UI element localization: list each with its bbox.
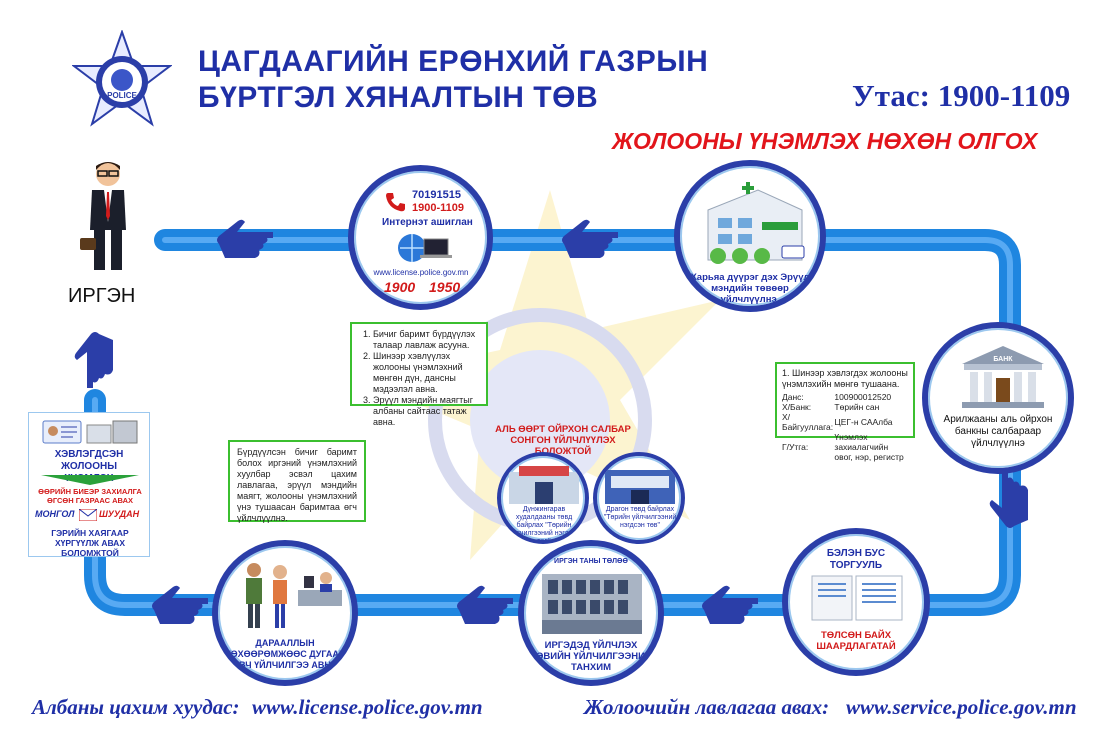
table-row: Данс: 100900012520 (782, 392, 908, 402)
license-card-printer-icon (42, 420, 138, 444)
service-building-icon (542, 574, 642, 634)
hall-banner: ИРГЭН ТАНЫ ТӨЛӨӨ (554, 558, 628, 565)
hand-pointer-icon (457, 585, 513, 624)
phone-icon (386, 193, 405, 212)
mall-building-icon (509, 466, 579, 504)
delivery-panel: ХЭВЛЭГДСЭН ЖОЛООНЫ ҮНЭМЛЭХ ӨӨРИЙН БИЕЭР … (28, 412, 150, 558)
branch-right-label: Драгон төвд байрлах "Төрийн үйлчилгээний… (603, 506, 677, 529)
hand-pointer-icon (152, 585, 208, 624)
hotline-1900: 1900 (384, 279, 416, 295)
fines-caption: ТӨЛСӨН БАЙХ ШААРДЛАГАТАЙ (816, 630, 896, 652)
contact-internet: Интернэт ашиглан (382, 217, 473, 228)
bank-key: Г/Утга: (782, 442, 809, 452)
fines-line2: ТОРГУУЛЬ (829, 560, 883, 571)
queue-caption: ДАРААЛЛЫН ТӨХӨӨРӨМЖӨӨС ДУГААР АВЧ ҮЙЛЧИЛ… (225, 638, 345, 670)
branch-left-label: Дүнжингарав худалдааны төвд байрлах "Төр… (508, 506, 580, 544)
police-star-logo: POLICE (72, 30, 172, 127)
step-health-circle: Харьяа дүүрэг дэх Эрүүл мэндийн төвөөр ү… (674, 160, 826, 312)
org-title-line1: ЦАГДААГИЙН ЕРӨНХИЙ ГАЗРЫН (198, 45, 709, 78)
bank-value: Үнэмлэх захиалагчийн овог, нэр, регистр (834, 432, 904, 462)
bank-key: Х/Банк: (782, 402, 812, 412)
bank-details-table: Данс: 100900012520 Х/Банк: Төрийн сан Х/Ба… (782, 392, 908, 462)
hand-pointer-up-icon (74, 332, 113, 388)
inquiry-item: Шинээр хэвлүүлэх жолооны үнэмлэхний мөнг… (373, 351, 479, 395)
bank-building-icon: БАНК (962, 346, 1044, 408)
citizen-figure (80, 162, 126, 270)
mail-envelope-icon (79, 509, 97, 521)
hand-pointer-down-icon (989, 472, 1028, 528)
step-bank-circle: БАНК Арилжааны аль ойрхон банкны салбара… (922, 322, 1074, 474)
dragon-center-building-icon (605, 470, 675, 504)
hand-pointer-icon (702, 585, 758, 624)
contact-website: www.license.police.gov.mn (373, 268, 469, 277)
inquiry-item: Эрүүл мэндийн маягтыг албаны сайтаас тат… (373, 395, 479, 428)
callout-documents: Бүрдүүлсэн бичиг баримт болох иргэний үн… (228, 440, 366, 523)
bank-key: Х/Байгууллага: (782, 412, 834, 432)
post-logo-left: МОНГОЛ (35, 509, 75, 519)
bank-key: Данс: (782, 392, 804, 402)
hotline-1950: 1950 (429, 279, 461, 295)
bank-caption: Арилжааны аль ойрхон банкны салбараар үй… (943, 414, 1053, 449)
citizen-label: ИРГЭН (68, 285, 136, 307)
branch-left-circle: Дүнжингарав худалдааны төвд байрлах "Төр… (497, 452, 589, 544)
table-row: Х/Банк: Төрийн сан (782, 402, 908, 412)
bank-value: ЦЕГ-н СААлба (834, 417, 893, 427)
contact-phone2: 1900-1109 (412, 202, 464, 214)
hall-caption: ИРГЭДЭД ҮЙЛЧЛЭХ ТӨВИЙН ҮЙЛЧИЛГЭЭНИЙ ТАНХ… (530, 640, 652, 673)
callout-inquiry: Бичиг баримт бүрдүүлэх талаар лавлаж асу… (350, 322, 488, 427)
hand-pointer-icon (217, 219, 273, 258)
bank-sign: БАНК (993, 356, 1013, 363)
logo-text: POLICE (107, 91, 137, 100)
step-fines-circle: БЭЛЭН БУС ТОРГУУЛЬ ТӨЛСӨН БАЙХ ШААРДЛАГА… (782, 528, 930, 676)
footer-right-label: Жолоочийн лавлагаа авах: (584, 695, 830, 719)
bank-value: Төрийн сан (834, 402, 880, 412)
delivery-home: ГЭРИЙН ХАЯГААР ХҮРГҮҮЛЖ АВАХ БОЛОМЖТОЙ (51, 528, 129, 558)
health-caption: Харьяа дүүрэг дэх Эрүүл мэндийн төвөөр ү… (690, 272, 810, 305)
footer-left-label: Албаны цахим хуудас: (32, 695, 240, 719)
table-row: Г/Утга: Үнэмлэх захиалагчийн овог, нэр, р… (782, 432, 908, 462)
hospital-building-icon (707, 182, 805, 264)
arrow-down-icon (41, 475, 139, 485)
footer-left-link[interactable]: www.license.police.gov.mn (252, 695, 483, 719)
bank-instruction: 1. Шинээр хэвлэгдэх жолооны үнэмлэхийн м… (782, 368, 908, 389)
fines-line1: БЭЛЭН БУС (826, 548, 886, 559)
org-title-line2: БҮРТГЭЛ ХЯНАЛТЫН ТӨВ (198, 81, 599, 114)
post-logo-right: ШУУДАН (99, 509, 140, 519)
table-row: Х/Байгууллага:ЦЕГ-н СААлба (782, 412, 908, 432)
org-title: ЦАГДААГИЙН ЕРӨНХИЙ ГАЗРЫН БҮРТГЭЛ ХЯНАЛТ… (198, 44, 718, 116)
step-contact-circle: 70191515 1900-1109 Интернэт ашиглан www.… (348, 165, 493, 310)
step-queue-circle: ДАРААЛЛЫН ТӨХӨӨРӨМЖӨӨС ДУГААР АВЧ ҮЙЛЧИЛ… (212, 540, 358, 686)
queue-people-icon (246, 563, 342, 628)
hand-pointer-icon (562, 219, 618, 258)
step-hall-circle: ИРГЭН ТАНЫ ТӨЛӨӨ ИРГЭДЭД ҮЙЛЧЛЭХ ТӨВИЙН … (518, 540, 664, 686)
subject-title: ЖОЛООНЫ ҮНЭМЛЭХ НӨХӨН ОЛГОХ (612, 128, 1038, 154)
bank-value: 100900012520 (834, 392, 892, 402)
contact-phone1: 70191515 (412, 189, 461, 201)
inquiry-list: Бичиг баримт бүрдүүлэх талаар лавлаж асу… (359, 329, 479, 428)
delivery-pickup: ӨӨРИЙН БИЕЭР ЗАХИАЛГА ӨГСӨН ГАЗРААС АВАХ (38, 487, 142, 505)
branch-title: АЛЬ ӨӨРТ ОЙРХОН САЛБАР СОНГОН ҮЙЛЧЛҮҮЛЭХ… (495, 424, 631, 457)
document-form-icon (811, 575, 903, 621)
documents-text: Бүрдүүлсэн бичиг баримт болох иргэний үн… (237, 447, 357, 523)
footer-right-link[interactable]: www.service.police.gov.mn (846, 695, 1077, 719)
phone-number: Утас: 1900-1109 (852, 78, 1071, 113)
inquiry-item: Бичиг баримт бүрдүүлэх талаар лавлаж асу… (373, 329, 479, 351)
branch-right-circle: Драгон төвд байрлах "Төрийн үйлчилгээний… (593, 452, 685, 544)
delivery-title1: ХЭВЛЭГДСЭН ЖОЛООНЫ (54, 449, 124, 472)
callout-bank: 1. Шинээр хэвлэгдэх жолооны үнэмлэхийн м… (775, 362, 915, 462)
globe-laptop-icon (398, 234, 452, 262)
